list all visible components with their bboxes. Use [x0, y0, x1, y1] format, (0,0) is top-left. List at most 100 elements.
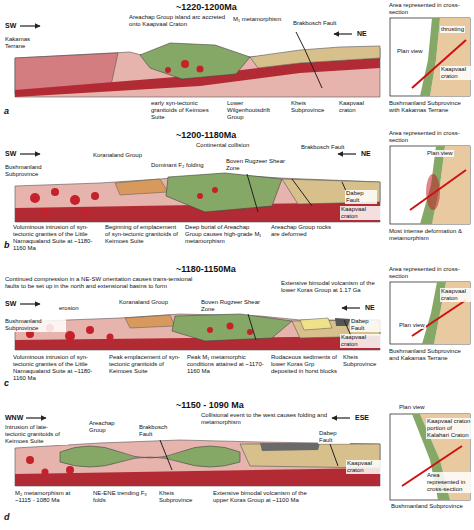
annotation-label: Koranaland Group — [92, 152, 143, 159]
areachap-arc — [140, 43, 250, 79]
direction-label: NE — [360, 150, 372, 158]
annotation-label: Rudaceous sediments of lower Koras Grp d… — [270, 354, 340, 375]
annotation-label: Most intense deformation & metamorphism — [388, 228, 472, 242]
volcanics — [335, 318, 350, 326]
annotation-label: Kaapvaal craton — [440, 66, 472, 80]
granite — [207, 327, 213, 333]
annotation-label: Bushmanland Subprovince — [390, 503, 464, 510]
crust — [15, 440, 380, 486]
annotation-label: Peak emplacement of syn-tectonic granito… — [108, 354, 184, 375]
fault-line — [330, 444, 338, 466]
annotation-label: Extensive bimodal volcanism of the lower… — [280, 280, 382, 294]
annotation-label: Brakbosch Fault — [138, 424, 182, 438]
annotation-label: Kaapvaal craton — [346, 460, 384, 474]
annotation-label: M₂ metamorphism at ~1115 - 1080 Ma — [14, 490, 88, 504]
annotation-label: Brakbosch Fault — [292, 20, 337, 27]
shear-zone — [248, 314, 256, 340]
annotation-label: Extensive bimodal volcanism of the upper… — [212, 490, 314, 504]
annotation-label: Area represented in cross-section — [426, 472, 472, 493]
annotation-label: Areachap Group rocks are deformed — [270, 224, 334, 238]
panel-letter: c — [3, 378, 10, 388]
deformation-zone — [426, 174, 440, 210]
granite — [91, 192, 99, 200]
annotation-label: Bushmanland Subprovince — [4, 164, 66, 178]
annotation-label: Collisional event to the west causes fol… — [200, 412, 330, 426]
annotation-label: early syn-tectonic granitoids of Keimoes… — [150, 100, 224, 121]
section-a — [15, 18, 470, 97]
granite — [30, 193, 40, 203]
annotation-label: Lower Wilgenhoutsdrift Group — [226, 100, 288, 121]
annotation-label: Kaapvaal craton — [340, 334, 382, 348]
age-heading: ~1180-1150Ma — [175, 264, 237, 274]
fault-line — [160, 440, 172, 470]
annotation-label: Beginning of emplacement of syn-tectonic… — [104, 224, 182, 245]
annotation-label: erosion — [58, 305, 80, 312]
age-heading: ~1220-1200Ma — [175, 2, 238, 12]
annotation-label: Bushmanland Subprovince and Kakamas Terr… — [388, 348, 472, 362]
annotation-label: Kheis Subprovince — [342, 354, 384, 368]
granite — [82, 209, 89, 216]
plan-view-frame — [390, 18, 470, 96]
direction-label: WNW — [4, 414, 24, 422]
annotation-label: Areachap Group island arc accreted onto … — [128, 14, 228, 28]
annotation-label: Plan view — [398, 404, 426, 411]
belt-region — [420, 146, 445, 224]
kheis-layers — [250, 46, 380, 68]
annotation-label: Peak M₁ metamorphic conditions attained … — [186, 354, 268, 375]
annotation-label: Kheis Subprovince — [158, 490, 205, 504]
granite — [227, 323, 234, 330]
areachap-group — [172, 314, 292, 341]
direction-label: NE — [364, 304, 376, 312]
crust — [15, 314, 380, 350]
horst-sediments — [300, 318, 332, 330]
direction-arrow — [342, 307, 360, 308]
annotation-label: Area represented in cross-section — [388, 130, 472, 144]
plan-view-frame — [390, 146, 470, 224]
granite — [86, 326, 94, 334]
annotation-label: thrusting — [440, 26, 465, 33]
annotation-label: Bushmanland Subprovince with Kakamas Ter… — [388, 100, 472, 114]
annotation-label: Boven Rugzeer Shear Zone — [200, 299, 272, 313]
direction-arrow — [26, 417, 46, 418]
folded-areachap — [60, 446, 240, 467]
granite — [41, 208, 49, 216]
direction-label: SW — [4, 300, 17, 308]
direction-arrow — [20, 153, 40, 154]
annotation-label: Kaapvaal craton — [338, 100, 382, 114]
fault-line — [292, 179, 312, 206]
annotation-label: Voluminous intrusion of syn-tectonic gra… — [12, 224, 104, 252]
granite — [107, 334, 114, 341]
annotation-label: Kaapvaal craton — [440, 288, 472, 302]
granitoid — [197, 66, 204, 73]
annotation-label: Deep burial of Areachap Group causes hig… — [184, 224, 268, 245]
annotation-label: Continental collision — [195, 142, 250, 149]
annotation-label: Area represented in cross-section — [388, 266, 472, 280]
shear-zone — [247, 174, 258, 212]
annotation-label: Kheis Subprovince — [290, 100, 337, 114]
annotation-label: Dabep Fault — [350, 318, 382, 332]
section-line — [412, 300, 466, 336]
direction-label: ESE — [354, 414, 370, 422]
annotation-label: Plan view — [396, 48, 424, 55]
annotation-label: Brakbosch Fault — [300, 144, 345, 151]
annotation-label: NE-ENE trending F₃ folds — [92, 490, 154, 504]
direction-arrow — [338, 153, 356, 154]
granite — [247, 329, 253, 335]
annotation-label: Dominant F₂ folding — [150, 162, 205, 169]
direction-label: SW — [4, 150, 17, 158]
annotation-label: Intrusion of late-tectonic granitoids of… — [4, 424, 68, 445]
koranaland-group — [125, 315, 175, 328]
granitoid — [66, 466, 74, 474]
kheis-layers — [282, 179, 380, 204]
annotation-label: Boven Rugzeer Shear Zone — [225, 158, 297, 172]
direction-arrow — [334, 33, 352, 34]
annotation-label: Plan view — [426, 150, 454, 157]
granite — [65, 331, 75, 341]
section-c — [15, 282, 470, 350]
age-heading: ~1200-1180Ma — [175, 130, 237, 140]
annotation-label: Voluminous intrusion of syn-tectonic gra… — [12, 354, 106, 382]
annotation-label: Plan view — [398, 322, 426, 329]
annotation-label: Kaapvaal craton — [340, 206, 382, 220]
